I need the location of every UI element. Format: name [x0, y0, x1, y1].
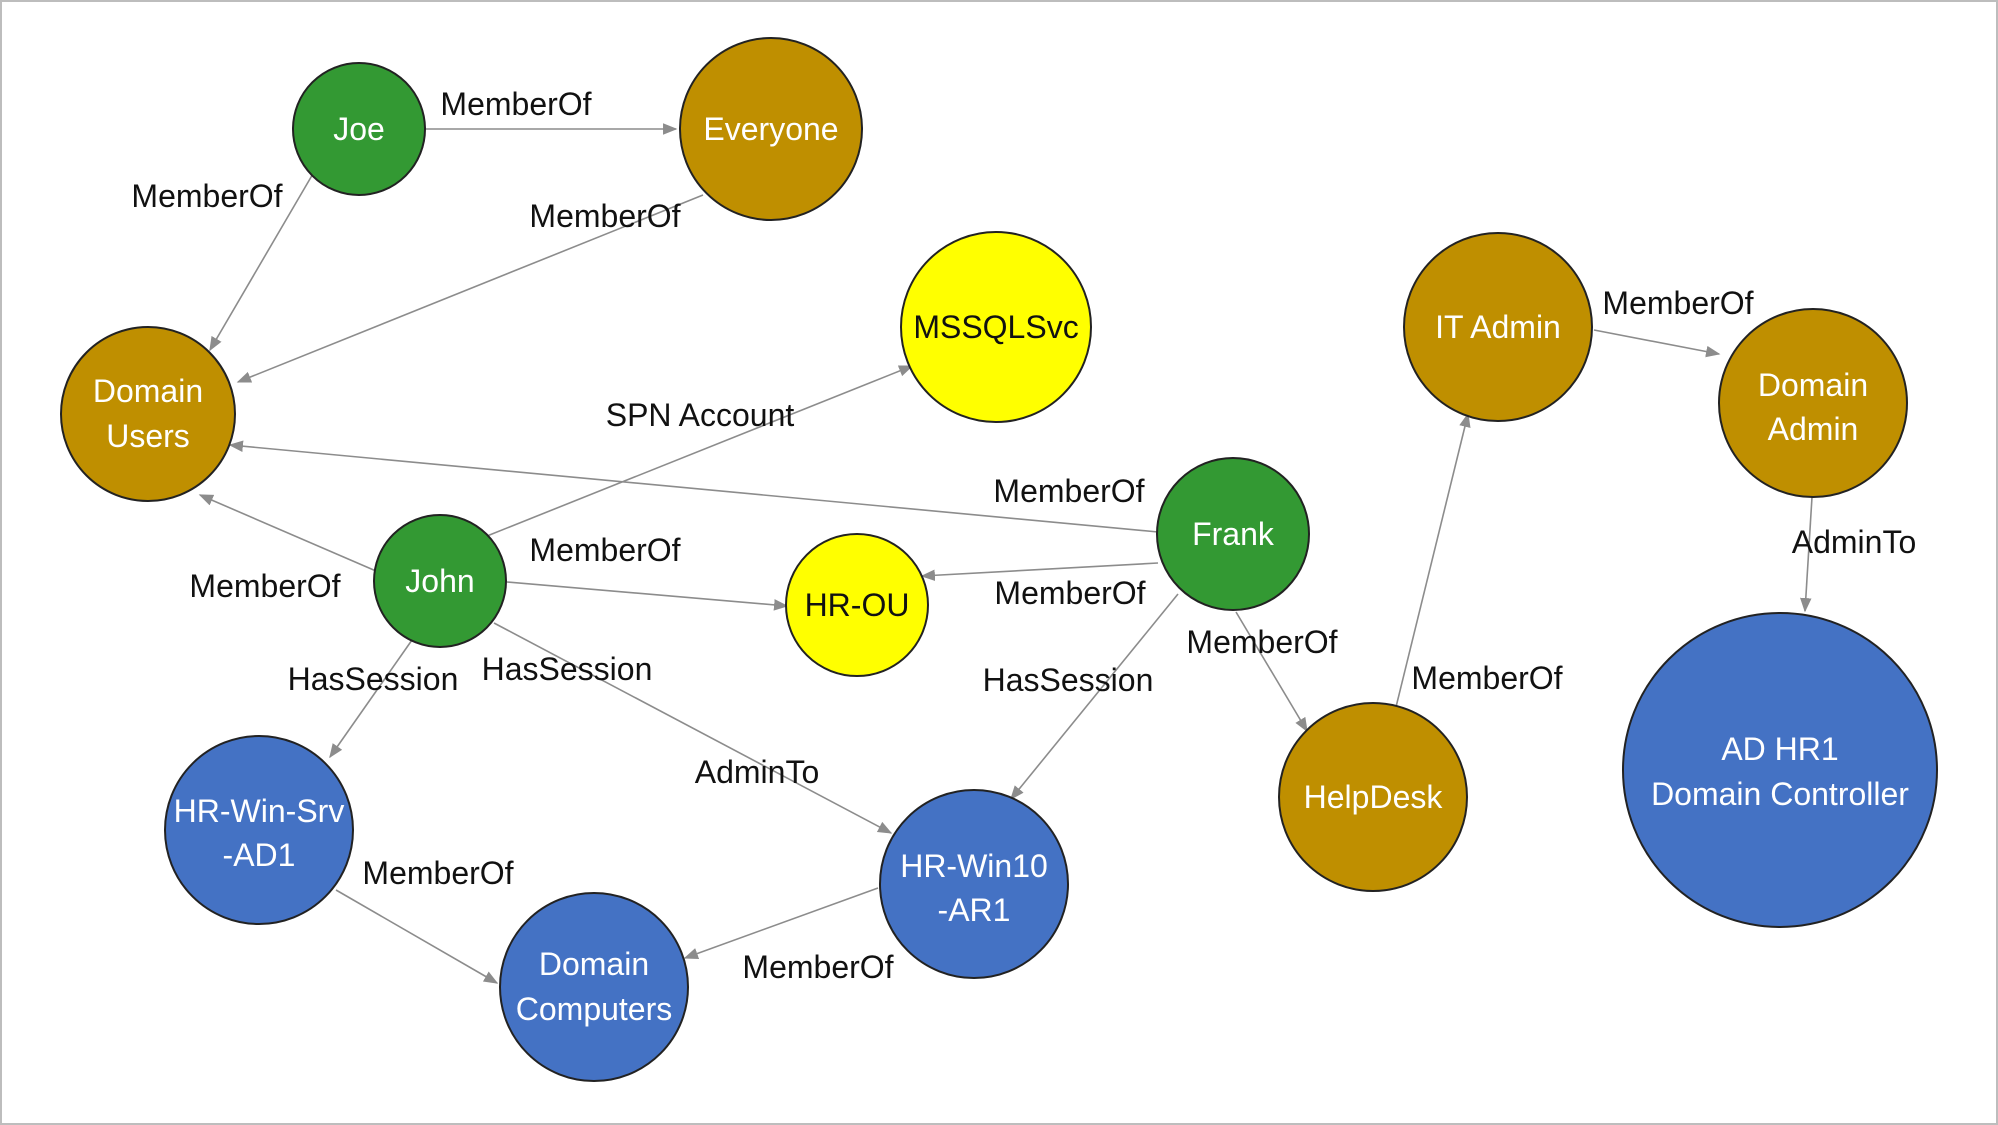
edge-label: HasSession — [482, 651, 653, 687]
node-label: HelpDesk — [1304, 779, 1444, 815]
edge-joe-domain-users — [209, 171, 315, 352]
node-domain-computers[interactable]: Domain Computers — [499, 892, 689, 1082]
edge-label: SPN Account — [606, 397, 795, 433]
edge-label: HasSession — [288, 661, 459, 697]
node-label: -AR1 — [938, 892, 1011, 928]
edge-label: MemberOf — [362, 855, 513, 891]
edge-labels-layer: MemberOf MemberOf MemberOf SPN Account M… — [131, 86, 1916, 985]
edge-label: MemberOf — [440, 86, 591, 122]
node-label: Users — [106, 418, 190, 454]
edge-label: MemberOf — [529, 198, 680, 234]
edge-hr-win10-ar1-domain-computers — [683, 887, 879, 959]
edge-john-mssqlsvc — [486, 365, 914, 537]
node-label: Everyone — [703, 111, 838, 147]
node-label: Domain — [1758, 367, 1868, 403]
node-label: HR-OU — [805, 587, 910, 623]
node-hr-ou[interactable]: HR-OU — [785, 533, 929, 677]
edge-label: MemberOf — [994, 575, 1145, 611]
node-mssqlsvc[interactable]: MSSQLSvc — [900, 231, 1092, 423]
edge-label: MemberOf — [993, 473, 1144, 509]
node-label: Computers — [516, 991, 673, 1027]
edge-label: MemberOf — [189, 568, 340, 604]
node-hr-win-srv-ad1[interactable]: HR-Win-Srv -AD1 — [164, 735, 354, 925]
node-frank[interactable]: Frank — [1156, 457, 1310, 611]
edge-label: MemberOf — [742, 949, 893, 985]
edge-hr-win-srv-ad1-domain-computers — [335, 889, 499, 984]
edge-label: AdminTo — [695, 754, 820, 790]
node-ad-hr1[interactable]: AD HR1 Domain Controller — [1622, 612, 1938, 928]
edge-label: MemberOf — [131, 178, 282, 214]
edge-domain-admin-ad-hr1 — [1800, 496, 1813, 613]
node-label: Domain — [539, 946, 649, 982]
node-domain-users[interactable]: Domain Users — [60, 326, 236, 502]
edge-frank-domain-users — [228, 440, 1159, 533]
nodes-layer: Joe Everyone Domain Users MSSQLSvc John … — [60, 37, 1938, 1082]
node-label: AD HR1 — [1721, 731, 1838, 767]
node-label: HR-Win-Srv — [174, 793, 345, 829]
node-hr-win10-ar1[interactable]: HR-Win10 -AR1 — [879, 789, 1069, 979]
edge-label: MemberOf — [1186, 624, 1337, 660]
edge-john-hr-ou — [506, 581, 789, 611]
edge-label: MemberOf — [529, 532, 680, 568]
node-label: HR-Win10 — [900, 848, 1048, 884]
edge-john-domain-users — [198, 494, 377, 572]
node-john[interactable]: John — [373, 514, 507, 648]
node-label: MSSQLSvc — [913, 309, 1078, 345]
edge-label: MemberOf — [1602, 285, 1753, 321]
edge-frank-helpdesk — [1235, 611, 1308, 733]
node-label: Domain — [93, 373, 203, 409]
edge-john-hr-win10-ar1 — [493, 622, 893, 834]
node-label: Frank — [1192, 516, 1275, 552]
edges-layer — [198, 123, 1813, 984]
node-label: Domain Controller — [1651, 776, 1909, 812]
node-label: -AD1 — [223, 837, 296, 873]
node-helpdesk[interactable]: HelpDesk — [1278, 702, 1468, 892]
edge-it-admin-domain-admin — [1593, 329, 1721, 358]
edge-john-hr-win-srv-ad1 — [329, 639, 413, 759]
edge-label: MemberOf — [1411, 660, 1562, 696]
node-label: IT Admin — [1435, 309, 1561, 345]
edge-frank-hr-ou — [920, 562, 1159, 582]
node-everyone[interactable]: Everyone — [679, 37, 863, 221]
node-label: Joe — [333, 111, 385, 147]
node-it-admin[interactable]: IT Admin — [1403, 232, 1593, 422]
node-label: Admin — [1768, 411, 1859, 447]
edge-helpdesk-it-admin — [1395, 412, 1471, 708]
edge-frank-hr-win10-ar1 — [1010, 593, 1179, 801]
node-domain-admin[interactable]: Domain Admin — [1718, 308, 1908, 498]
edge-label: AdminTo — [1792, 524, 1917, 560]
edge-label: HasSession — [983, 662, 1154, 698]
edge-everyone-domain-users — [236, 194, 704, 383]
node-label: John — [405, 563, 474, 599]
node-joe[interactable]: Joe — [292, 62, 426, 196]
